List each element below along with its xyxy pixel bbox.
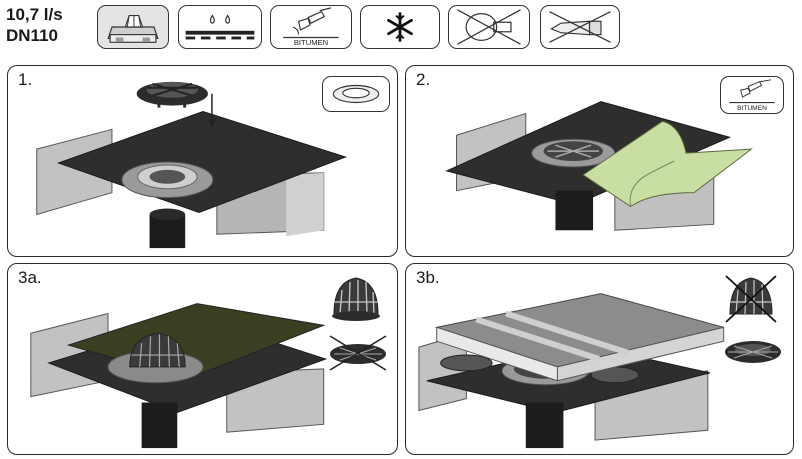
crossed-flat-grate-icon — [329, 335, 387, 371]
step-2-illustration — [445, 101, 754, 231]
step-label: 2. — [416, 70, 431, 89]
step-label: 3a. — [18, 268, 42, 287]
panel-step-3b: 3b. — [405, 263, 794, 455]
grate-icon — [136, 81, 208, 108]
no-ventilation-icon — [448, 5, 530, 49]
panel-step-3a: 3a. — [7, 263, 398, 455]
flow-rate-label: 10,7 l/s — [6, 5, 63, 24]
dome-grate-icon — [129, 332, 186, 368]
crossed-dome-grate-icon — [725, 275, 777, 323]
frost-icon — [360, 5, 440, 49]
bitumen-torch-icon: BITUMEN — [720, 76, 784, 114]
spec-label: 10,7 l/s DN110 — [6, 4, 63, 46]
roof-icon — [97, 5, 169, 49]
panel-step-1: 1. — [7, 65, 398, 257]
bitumen-label: BITUMEN — [737, 105, 767, 112]
step-1-illustration — [36, 81, 347, 249]
bitumen-label: BITUMEN — [294, 38, 328, 47]
panel-step-2: 2. BITUMEN — [405, 65, 794, 257]
step-label: 1. — [18, 70, 33, 89]
step-label: 3b. — [416, 268, 440, 287]
step-3b-illustration — [418, 293, 725, 449]
no-glue-icon — [540, 5, 620, 49]
flat-grate-icon — [725, 341, 781, 363]
diameter-label: DN110 — [6, 26, 58, 45]
waterproof-icon — [178, 5, 262, 49]
seal-ring-icon — [322, 76, 390, 112]
bitumen-torch-icon: BITUMEN — [270, 5, 352, 49]
dome-grate-icon — [332, 277, 380, 321]
step-3a-illustration — [30, 303, 328, 449]
